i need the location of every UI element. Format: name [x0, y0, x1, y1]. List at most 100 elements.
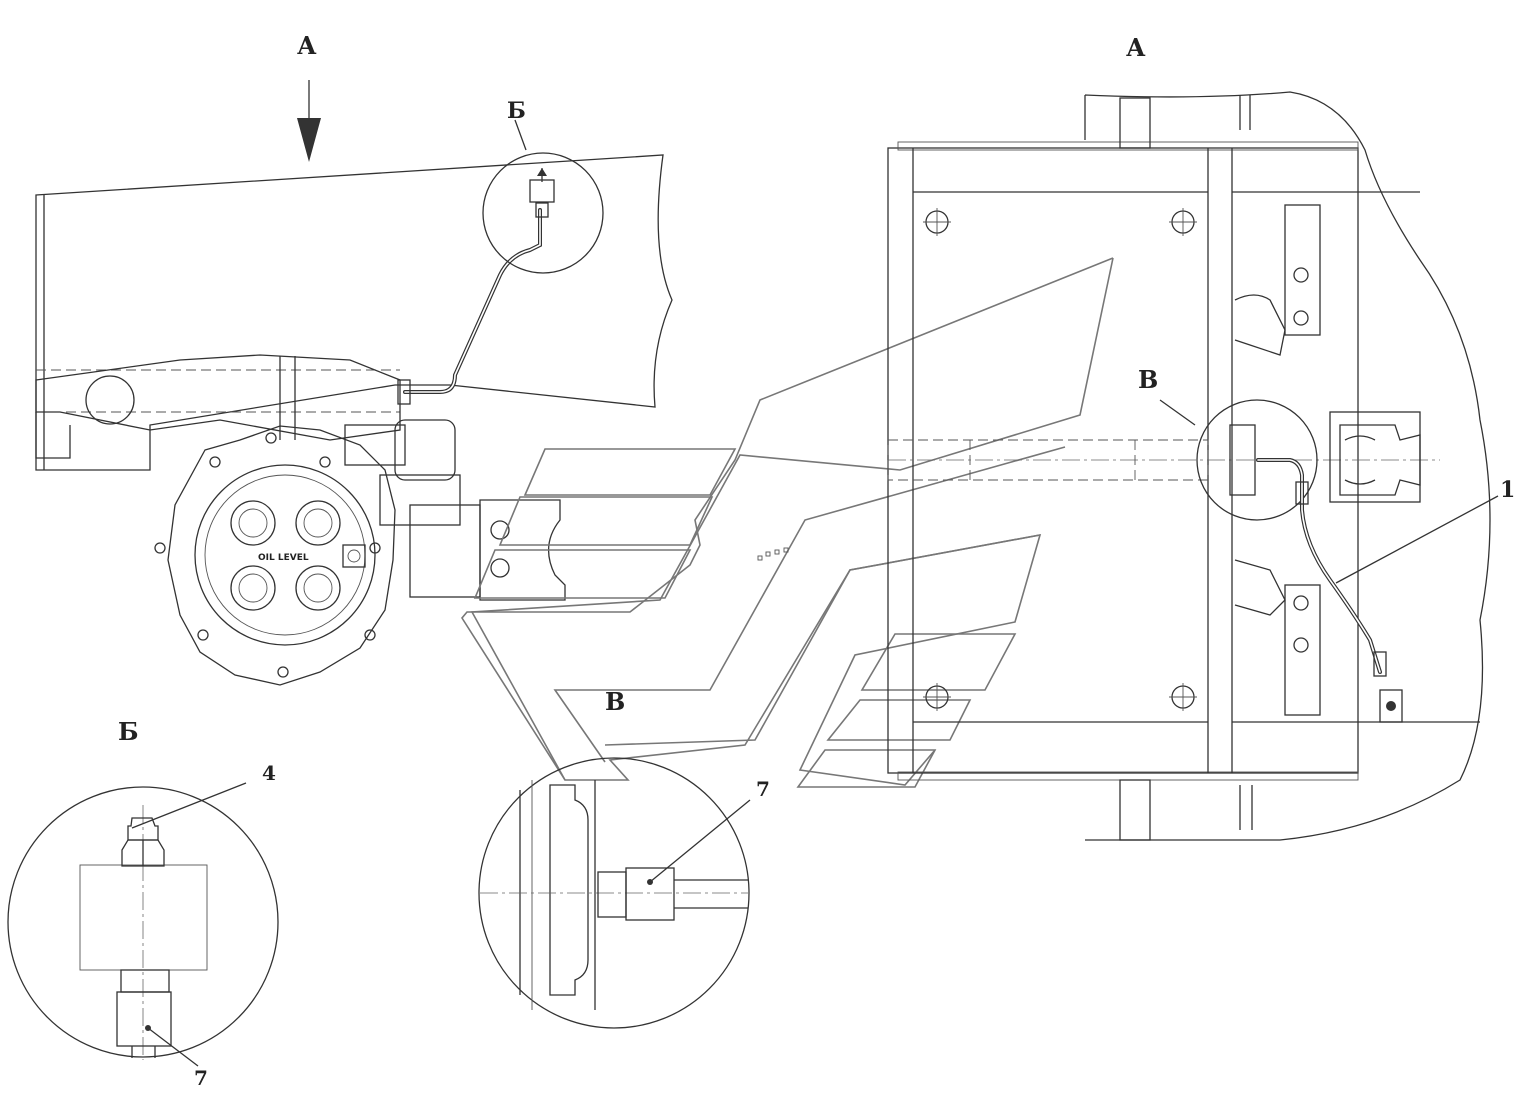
chamber-curve-2	[1344, 479, 1376, 485]
actuator-mount	[344, 424, 406, 466]
stud-8	[265, 432, 277, 444]
upper-bracket	[1284, 204, 1321, 336]
leader-v	[1159, 399, 1196, 426]
mark-2	[765, 551, 771, 557]
part-1-label: 1	[1500, 477, 1515, 503]
hub-pocket-3-inner	[238, 573, 268, 603]
brake-pipe-core	[404, 209, 541, 393]
hose-1-fitting-upper	[1295, 481, 1309, 505]
sensor-block	[529, 179, 555, 203]
axle-bracket	[35, 354, 401, 441]
sensor-7-nut	[120, 969, 170, 993]
caliper-body	[379, 474, 461, 526]
sensor-fitting	[535, 202, 549, 218]
part-7-b-label: 7	[194, 1066, 208, 1090]
detail-b-circle-ref	[482, 152, 604, 274]
detail-v-ref-band-label: В	[605, 687, 625, 716]
hub-flange	[167, 425, 396, 686]
lower-bracket-bolt-1	[1293, 595, 1309, 611]
detail-b: Б 4 7	[7, 717, 279, 1090]
lower-bracket	[1284, 584, 1321, 716]
top-break-outline	[1084, 91, 1491, 841]
detail-v-flange	[549, 784, 589, 996]
stud-7	[154, 542, 166, 554]
break-band-outer	[470, 257, 1114, 786]
axle-hidden	[887, 439, 1209, 481]
leader-7-b	[147, 1027, 199, 1067]
break-band-edge-2	[461, 257, 1114, 781]
detail-b-ref-label: Б	[507, 98, 526, 124]
part-7-v-label: 7	[756, 777, 770, 801]
stud-1	[209, 456, 221, 468]
detail-v-ref-label: В	[1138, 365, 1158, 394]
yoke	[479, 499, 566, 601]
hub-face	[194, 464, 376, 646]
side-view: А OIL LEVEL	[35, 31, 673, 686]
leader-b	[514, 119, 527, 151]
hose-1-fitting-lower	[1373, 651, 1387, 677]
upper-connector	[1119, 97, 1151, 149]
band-strip-2	[498, 496, 714, 546]
detail-b-circle	[7, 786, 279, 1058]
leader-4	[131, 782, 247, 829]
bracket-eye	[85, 375, 135, 425]
stud-3	[369, 542, 381, 554]
hose-1-mount-bolt	[1386, 701, 1396, 711]
frame-rail-outline	[35, 154, 673, 471]
lower-hose	[1239, 785, 1253, 830]
wheel-cylinder	[1229, 424, 1256, 496]
sensor-tip-head	[537, 168, 547, 176]
upper-hose	[1239, 95, 1251, 130]
upper-bracket-bolt-2	[1293, 310, 1309, 326]
detail-v-circle	[478, 757, 750, 1029]
wheel-hub: OIL LEVEL	[154, 425, 396, 686]
detail-b-mount-plate	[79, 864, 208, 971]
fill-plug	[342, 544, 366, 568]
stud-4	[364, 629, 376, 641]
bracket-foot	[35, 412, 71, 459]
hub-pocket-3	[230, 565, 276, 611]
chamber-curve-1	[1344, 435, 1376, 441]
frame-plate-top-edge	[897, 141, 1359, 151]
fitting-4-hex	[121, 839, 165, 867]
stud-2	[319, 456, 331, 468]
sensor-7-body	[116, 991, 172, 1047]
band-strip-6	[796, 749, 937, 788]
top-view: А	[887, 33, 1515, 841]
stud-5	[277, 666, 289, 678]
hose-1-mount	[1379, 689, 1403, 723]
hose-1-core	[1257, 459, 1381, 673]
break-band: В	[461, 257, 1114, 788]
mark-3	[774, 549, 780, 555]
band-strip-5	[826, 699, 972, 741]
lower-connector	[1119, 779, 1151, 841]
sensor-7-v-nut	[597, 871, 627, 918]
upper-bracket-bolt-1	[1293, 267, 1309, 283]
frame-bolt-holes	[923, 208, 1197, 711]
hub-pocket-2	[295, 500, 341, 546]
detail-v: 7	[478, 757, 770, 1029]
brake-pipe	[403, 208, 542, 394]
detail-v-circle-ref	[1196, 399, 1318, 521]
leader-7-v	[649, 799, 751, 883]
pipe-fitting-lower	[397, 379, 411, 405]
mark-1	[757, 555, 763, 561]
yoke-bolt-1	[490, 520, 510, 540]
hub-pocket-1	[230, 500, 276, 546]
band-strip-3	[473, 549, 692, 599]
band-strip-4	[860, 633, 1017, 691]
hub-pocket-2-inner	[303, 508, 333, 538]
sensor-7-v-body	[625, 867, 675, 921]
detail-b-title: Б	[118, 717, 139, 746]
fill-plug-center	[347, 549, 361, 563]
hub-pocket-4-inner	[303, 573, 333, 603]
oil-level-text: OIL LEVEL	[258, 553, 309, 563]
leader-1	[1335, 495, 1499, 584]
break-band-inner-1	[553, 446, 1066, 763]
view-arrow-head	[297, 118, 321, 162]
small-marks	[757, 547, 789, 561]
hub-pocket-4	[295, 565, 341, 611]
band-strip-1	[523, 448, 737, 496]
hub-pocket-1-inner	[238, 508, 268, 538]
